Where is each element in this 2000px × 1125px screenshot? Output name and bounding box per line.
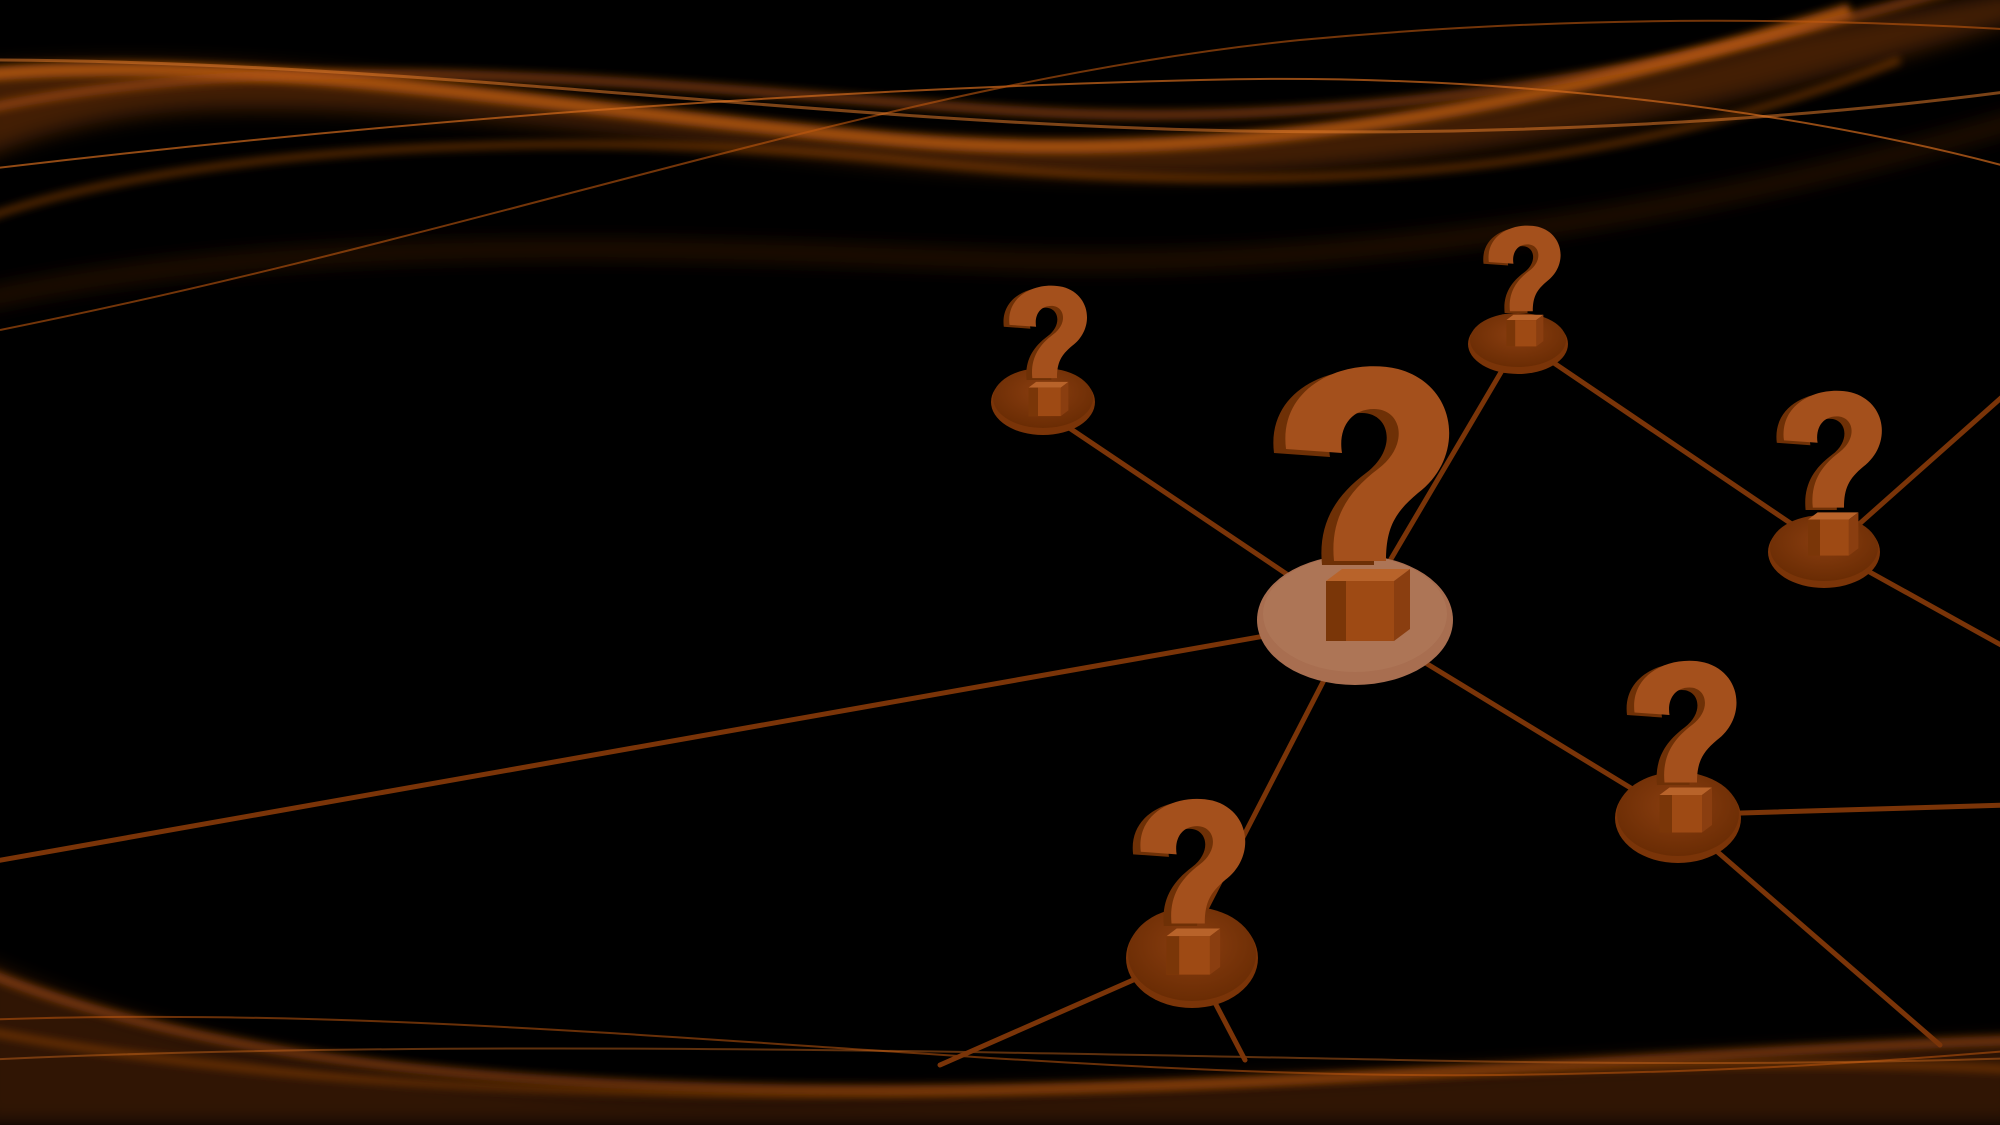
bottom-wave-ribbons [0, 969, 2000, 1125]
node-top-left [991, 285, 1095, 435]
link-lower-right-bottom [1672, 812, 1943, 1048]
node-central [1257, 366, 1453, 685]
node-top-right [1468, 225, 1568, 374]
node-bottom [1126, 798, 1258, 1008]
node-right [1768, 390, 1882, 588]
link-top-right-right [1517, 337, 1833, 553]
node-lower-right [1615, 660, 1741, 863]
link-right-edge-up [1827, 395, 2000, 553]
link-central-left-edge [0, 617, 1358, 863]
top-wave-ribbons [0, 0, 2000, 331]
